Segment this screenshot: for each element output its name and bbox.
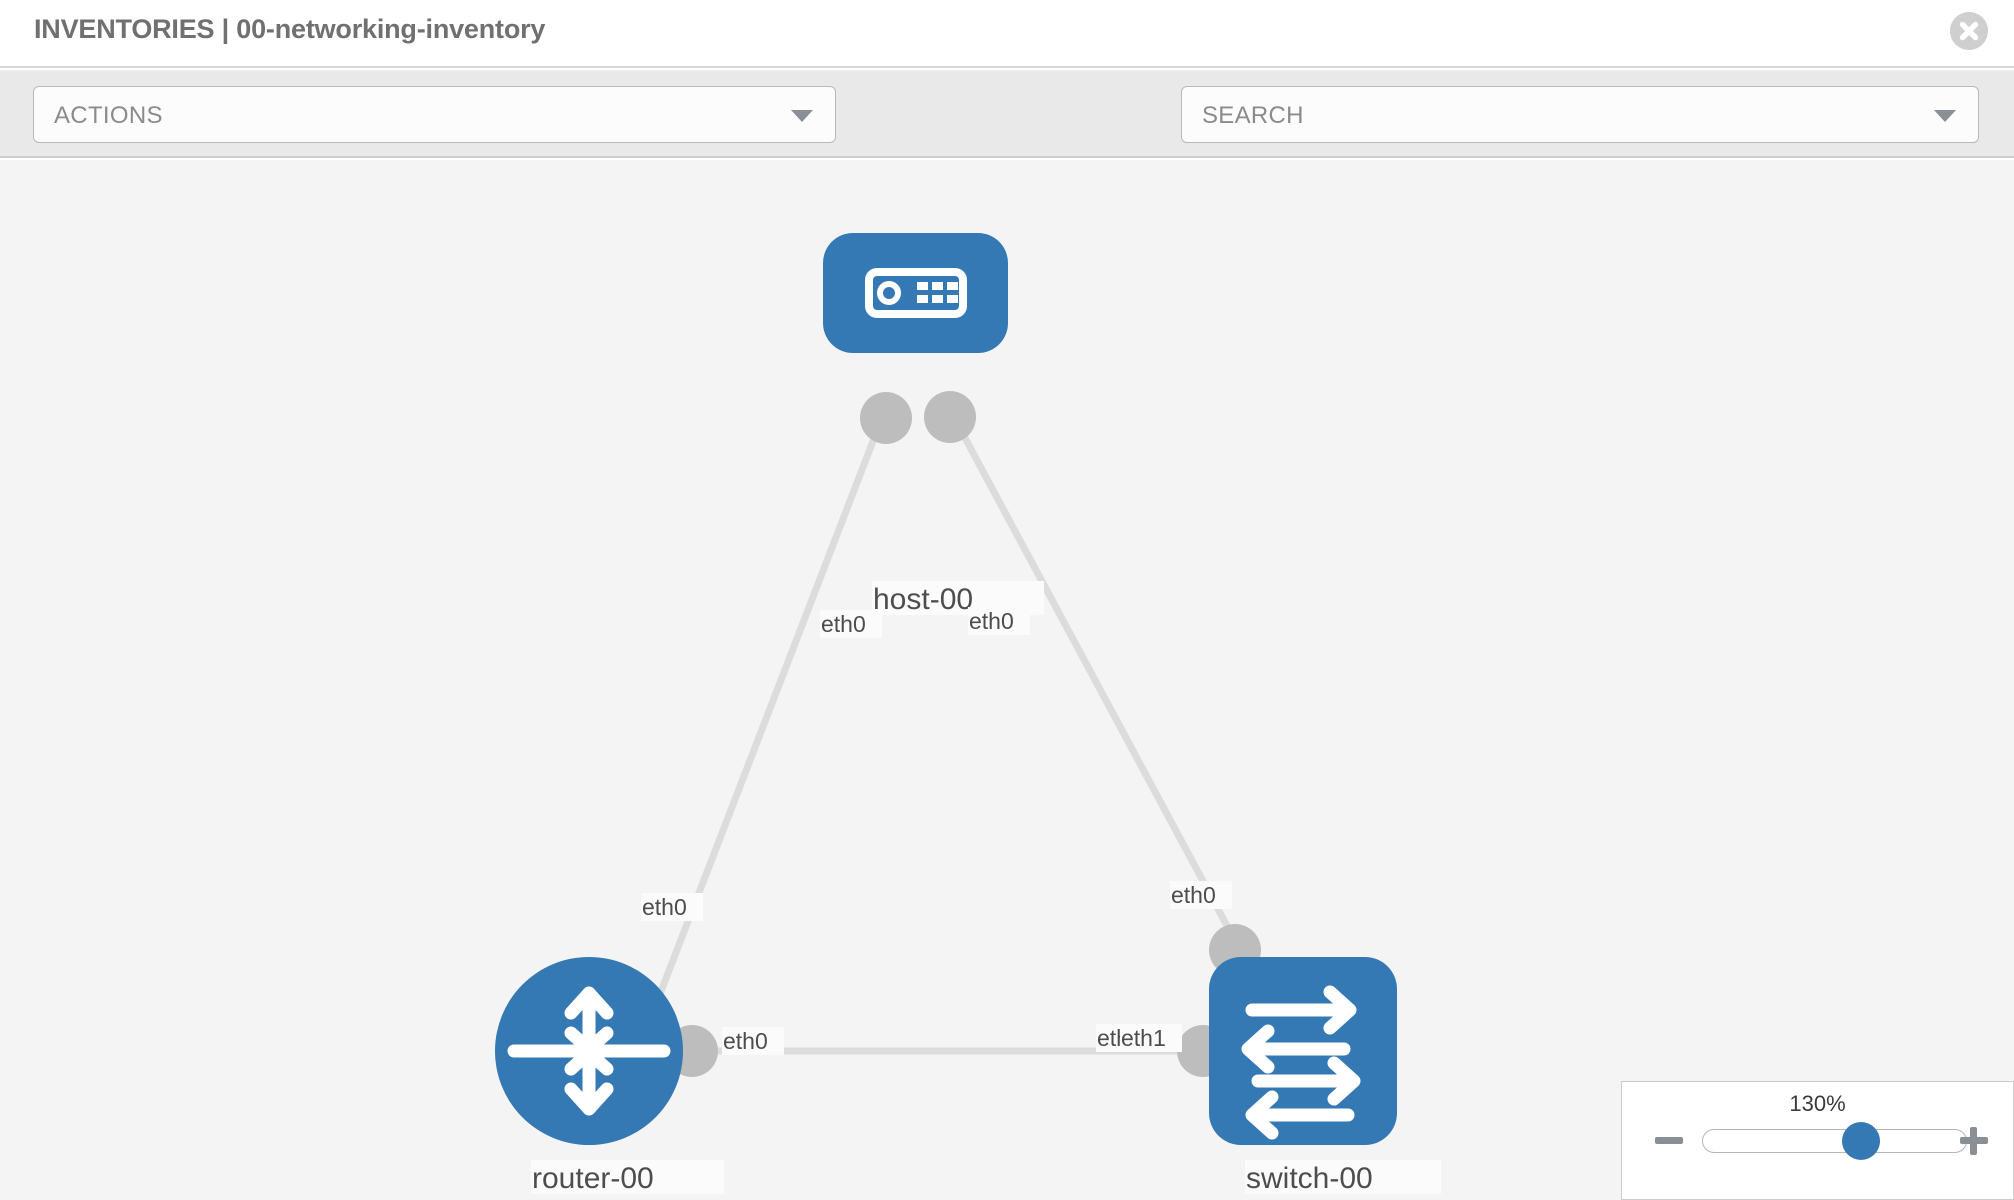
edge-host00-switch00[interactable]: [946, 408, 1244, 952]
port-connector-host00-left[interactable]: [860, 392, 912, 444]
zoom-slider[interactable]: [1702, 1122, 1967, 1160]
actions-dropdown[interactable]: ACTIONS: [33, 86, 836, 143]
actions-dropdown-label: ACTIONS: [54, 102, 163, 129]
close-icon[interactable]: [1950, 12, 1988, 50]
search-input[interactable]: SEARCH: [1181, 86, 1979, 143]
iface-label-switch00-eth1: eth1: [1121, 1025, 1166, 1051]
node-label-router-00: router-00: [532, 1162, 654, 1195]
zoom-out-button[interactable]: [1652, 1124, 1686, 1158]
switch-arrows-icon: [1241, 985, 1361, 1140]
interface-labels-layer: eth0 eth0 eth0 eth0 eth0 eth0 eth1: [641, 607, 1232, 1055]
topology-canvas[interactable]: host-00: [0, 160, 2014, 1200]
zoom-in-button[interactable]: [1957, 1124, 1991, 1158]
iface-label-switch00-uplink: eth0: [1171, 882, 1216, 908]
host-node-shape[interactable]: [823, 233, 1008, 353]
connectors-layer: [666, 391, 1261, 1077]
edge-host00-router00[interactable]: [646, 408, 889, 1022]
server-icon: [865, 268, 967, 318]
search-placeholder: SEARCH: [1202, 102, 1304, 129]
node-label-host-00: host-00: [873, 583, 973, 616]
zoom-level-label: 130%: [1789, 1091, 1846, 1116]
node-label-switch-00: switch-00: [1246, 1162, 1373, 1195]
port-connector-host00-right[interactable]: [924, 391, 976, 443]
edges-layer: [646, 408, 1244, 1055]
chevron-down-icon: [1934, 110, 1956, 122]
iface-label-router00-eth0: eth0: [723, 1028, 768, 1054]
zoom-control-panel: 130%: [1621, 1081, 2014, 1200]
node-router-00[interactable]: router-00: [495, 957, 724, 1195]
page-title: INVENTORIES | 00-networking-inventory: [34, 14, 546, 44]
node-switch-00[interactable]: switch-00: [1209, 957, 1441, 1195]
iface-label-router00-uplink: eth0: [642, 894, 687, 920]
router-arrows-icon: [507, 986, 671, 1116]
iface-label-host00-left: eth0: [821, 611, 866, 637]
zoom-slider-thumb[interactable]: [1841, 1122, 1880, 1160]
toolbar: ACTIONS SEARCH: [0, 70, 2014, 202]
iface-label-host00-right: eth0: [969, 608, 1014, 634]
page-header: INVENTORIES | 00-networking-inventory: [0, 0, 2014, 68]
chevron-down-icon: [791, 110, 813, 122]
topology-graph[interactable]: host-00: [0, 160, 2014, 1200]
